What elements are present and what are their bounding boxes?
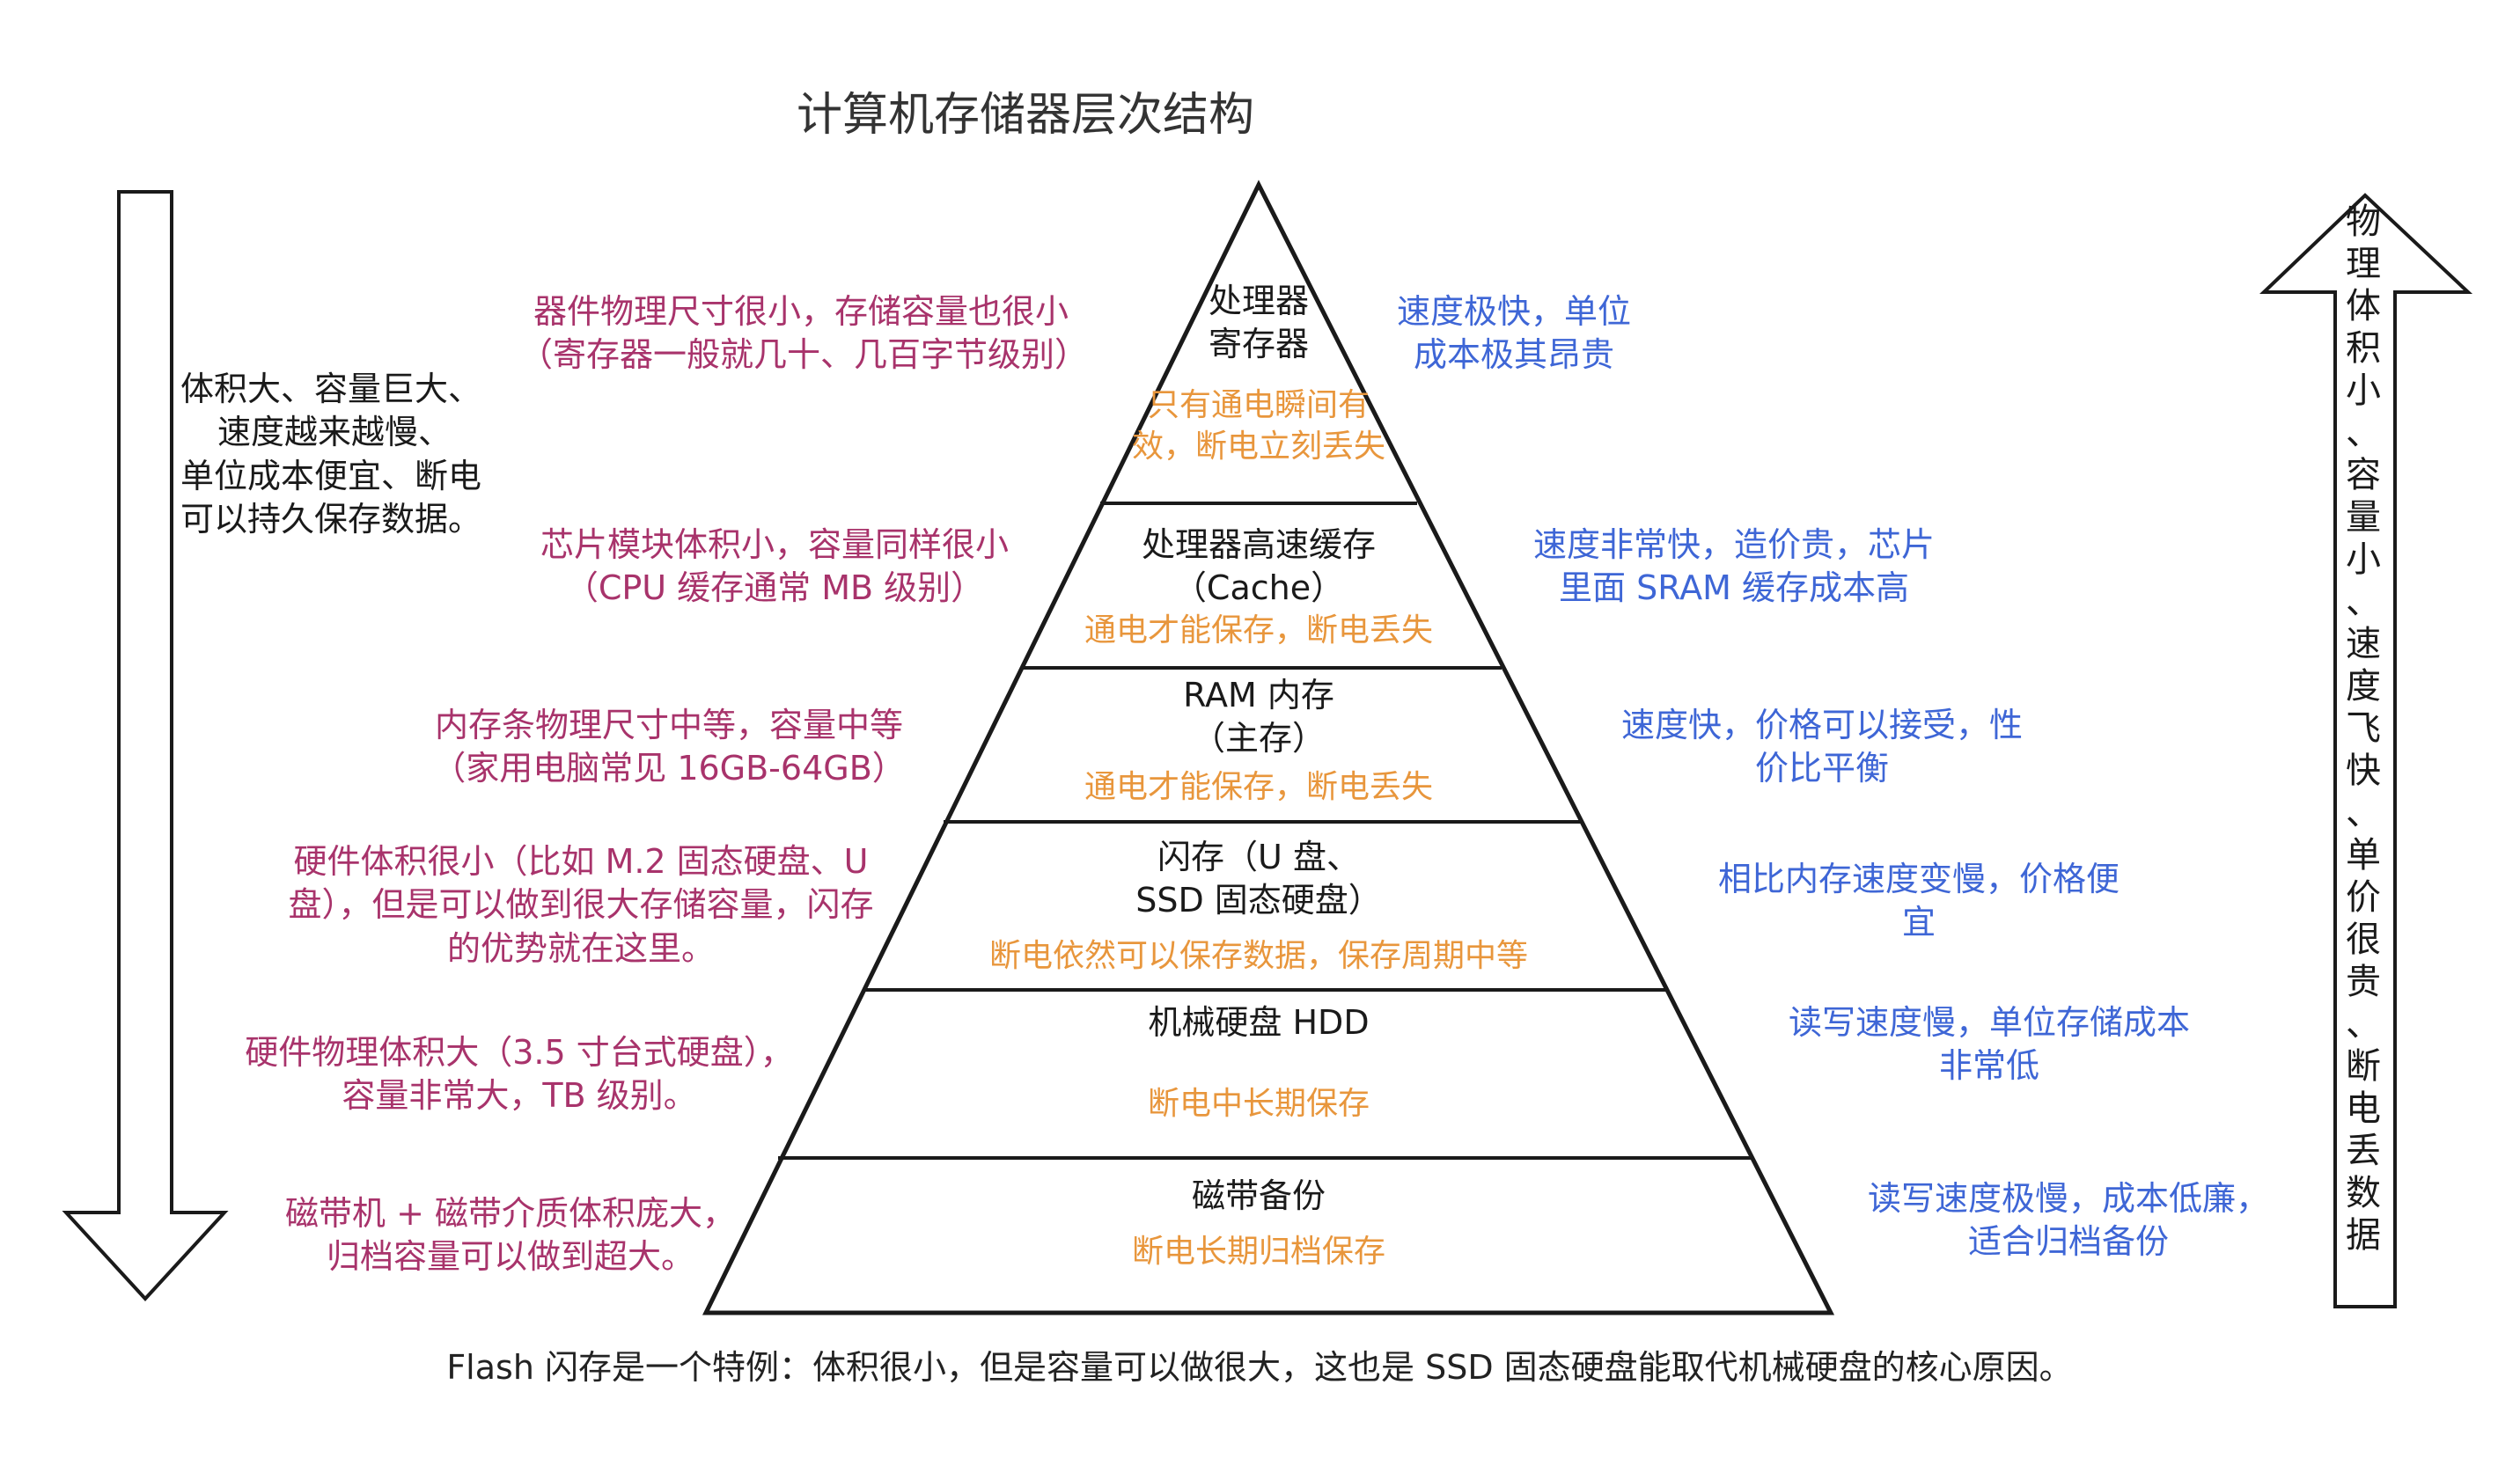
tier-tape-name: 磁带备份 <box>1191 1176 1326 1215</box>
tier-cache-volatility: 通电才能保存，断电丢失 <box>1084 612 1433 648</box>
tier-hdd-right-note: 读写速度慢，单位存储成本非常低 <box>1788 1003 2190 1086</box>
tier-registers-right-note: 速度极快，单位成本极其昂贵 <box>1396 292 1631 375</box>
tier-ram-volatility: 通电才能保存，断电丢失 <box>1084 769 1433 805</box>
tier-tape-right-note: 读写速度极慢，成本低廉，适合归档备份 <box>1867 1179 2269 1262</box>
tier-cache-right-note: 速度非常快，造价贵，芯片里面 SRAM 缓存成本高 <box>1532 525 1935 608</box>
page-title: 计算机存储器层次结构 <box>796 89 1254 142</box>
tier-cache-left-note: 芯片模块体积小，容量同样很小（CPU 缓存通常 MB 级别） <box>540 525 1009 608</box>
tier-cache-name: 处理器高速缓存（Cache） <box>1141 525 1376 608</box>
up-arrow-text: 物理体积小、容量小、速度飞快、单价很贵、断电丢数据 <box>2346 201 2381 1256</box>
tier-flash-volatility: 断电依然可以保存数据，保存周期中等 <box>988 938 1528 974</box>
tier-flash-right-note: 相比内存速度变慢，价格便宜 <box>1717 860 2120 942</box>
tier-hdd-left-note: 硬件物理体积大（3.5 寸台式硬盘），容量非常大，TB 级别。 <box>245 1033 794 1116</box>
tier-hdd-volatility: 断电中长期保存 <box>1147 1086 1370 1122</box>
tier-ram-name: RAM 内存（主存） <box>1183 676 1334 758</box>
tier-hdd-name: 机械硬盘 HDD <box>1148 1003 1370 1042</box>
tier-ram-right-note: 速度快，价格可以接受，性价比平衡 <box>1620 706 2023 788</box>
tier-ram-left-note: 内存条物理尺寸中等，容量中等（家用电脑常见 16GB-64GB） <box>432 706 906 788</box>
tier-tape-left-note: 磁带机 + 磁带介质体积庞大，归档容量可以做到超大。 <box>285 1194 736 1277</box>
tier-registers-left-note: 器件物理尺寸很小，存储容量也很小（寄存器一般就几十、几百字节级别） <box>519 292 1089 375</box>
tier-registers-volatility: 只有通电瞬间有效，断电立刻丢失 <box>1131 387 1385 465</box>
down-arrow-shape <box>62 190 229 1301</box>
footer-note: Flash 闪存是一个特例：体积很小，但是容量可以做很大，这也是 SSD 固态硬… <box>446 1348 2073 1387</box>
tier-registers-name: 处理器寄存器 <box>1208 282 1309 364</box>
up-arrow-shape <box>2259 193 2473 1308</box>
tier-flash-name: 闪存（U 盘、SSD 固态硬盘） <box>1135 838 1382 920</box>
pyramid-outline <box>702 180 1835 1315</box>
down-arrow-note: 体积大、容量巨大、 速度越来越慢、 单位成本便宜、断电 可以持久保存数据。 <box>180 370 482 539</box>
tier-tape-volatility: 断电长期归档保存 <box>1131 1234 1385 1270</box>
